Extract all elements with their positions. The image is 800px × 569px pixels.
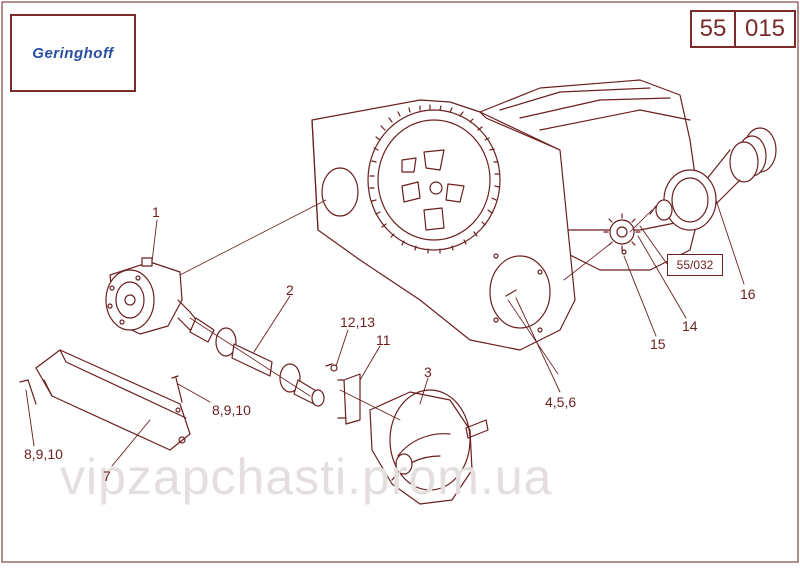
leader-lines: [25, 199, 745, 467]
assembly-lines: [179, 199, 653, 421]
callout-15: 15: [650, 336, 666, 352]
gearbox-plate: [311, 99, 576, 351]
gearbox-housing-3: [369, 389, 489, 505]
brand-logo-text: Geringhoff: [32, 44, 114, 62]
callout-3: 3: [424, 364, 432, 380]
callout-2: 2: [286, 282, 294, 298]
pulley-shaft-16: [649, 127, 777, 231]
bolts: [19, 363, 333, 405]
section-code: 55: [692, 12, 736, 46]
callout-1: 1: [152, 204, 160, 220]
callout-16: 16: [740, 286, 756, 302]
callout-8-9-10-mid: 8,9,10: [212, 402, 251, 418]
page-code: 015: [744, 15, 786, 42]
page-code-box: 55 015: [690, 10, 796, 48]
bracket-11: [330, 364, 361, 425]
callout-14: 14: [682, 318, 698, 334]
angle-gearbox-1: [105, 257, 199, 335]
reference-page-box: 55/032: [667, 254, 723, 276]
callout-12-13: 12,13: [340, 314, 376, 330]
callout-4-5-6: 4,5,6: [545, 394, 577, 410]
sprocket-14: [603, 213, 641, 255]
callout-11: 11: [376, 332, 391, 348]
guard-plate-7: [35, 349, 191, 451]
callout-8-9-10-left: 8,9,10: [24, 446, 63, 462]
callout-7: 7: [103, 468, 111, 484]
watermark: vipzapchasti.prom.ua: [60, 449, 553, 505]
brand-logo: Geringhoff: [10, 14, 136, 92]
